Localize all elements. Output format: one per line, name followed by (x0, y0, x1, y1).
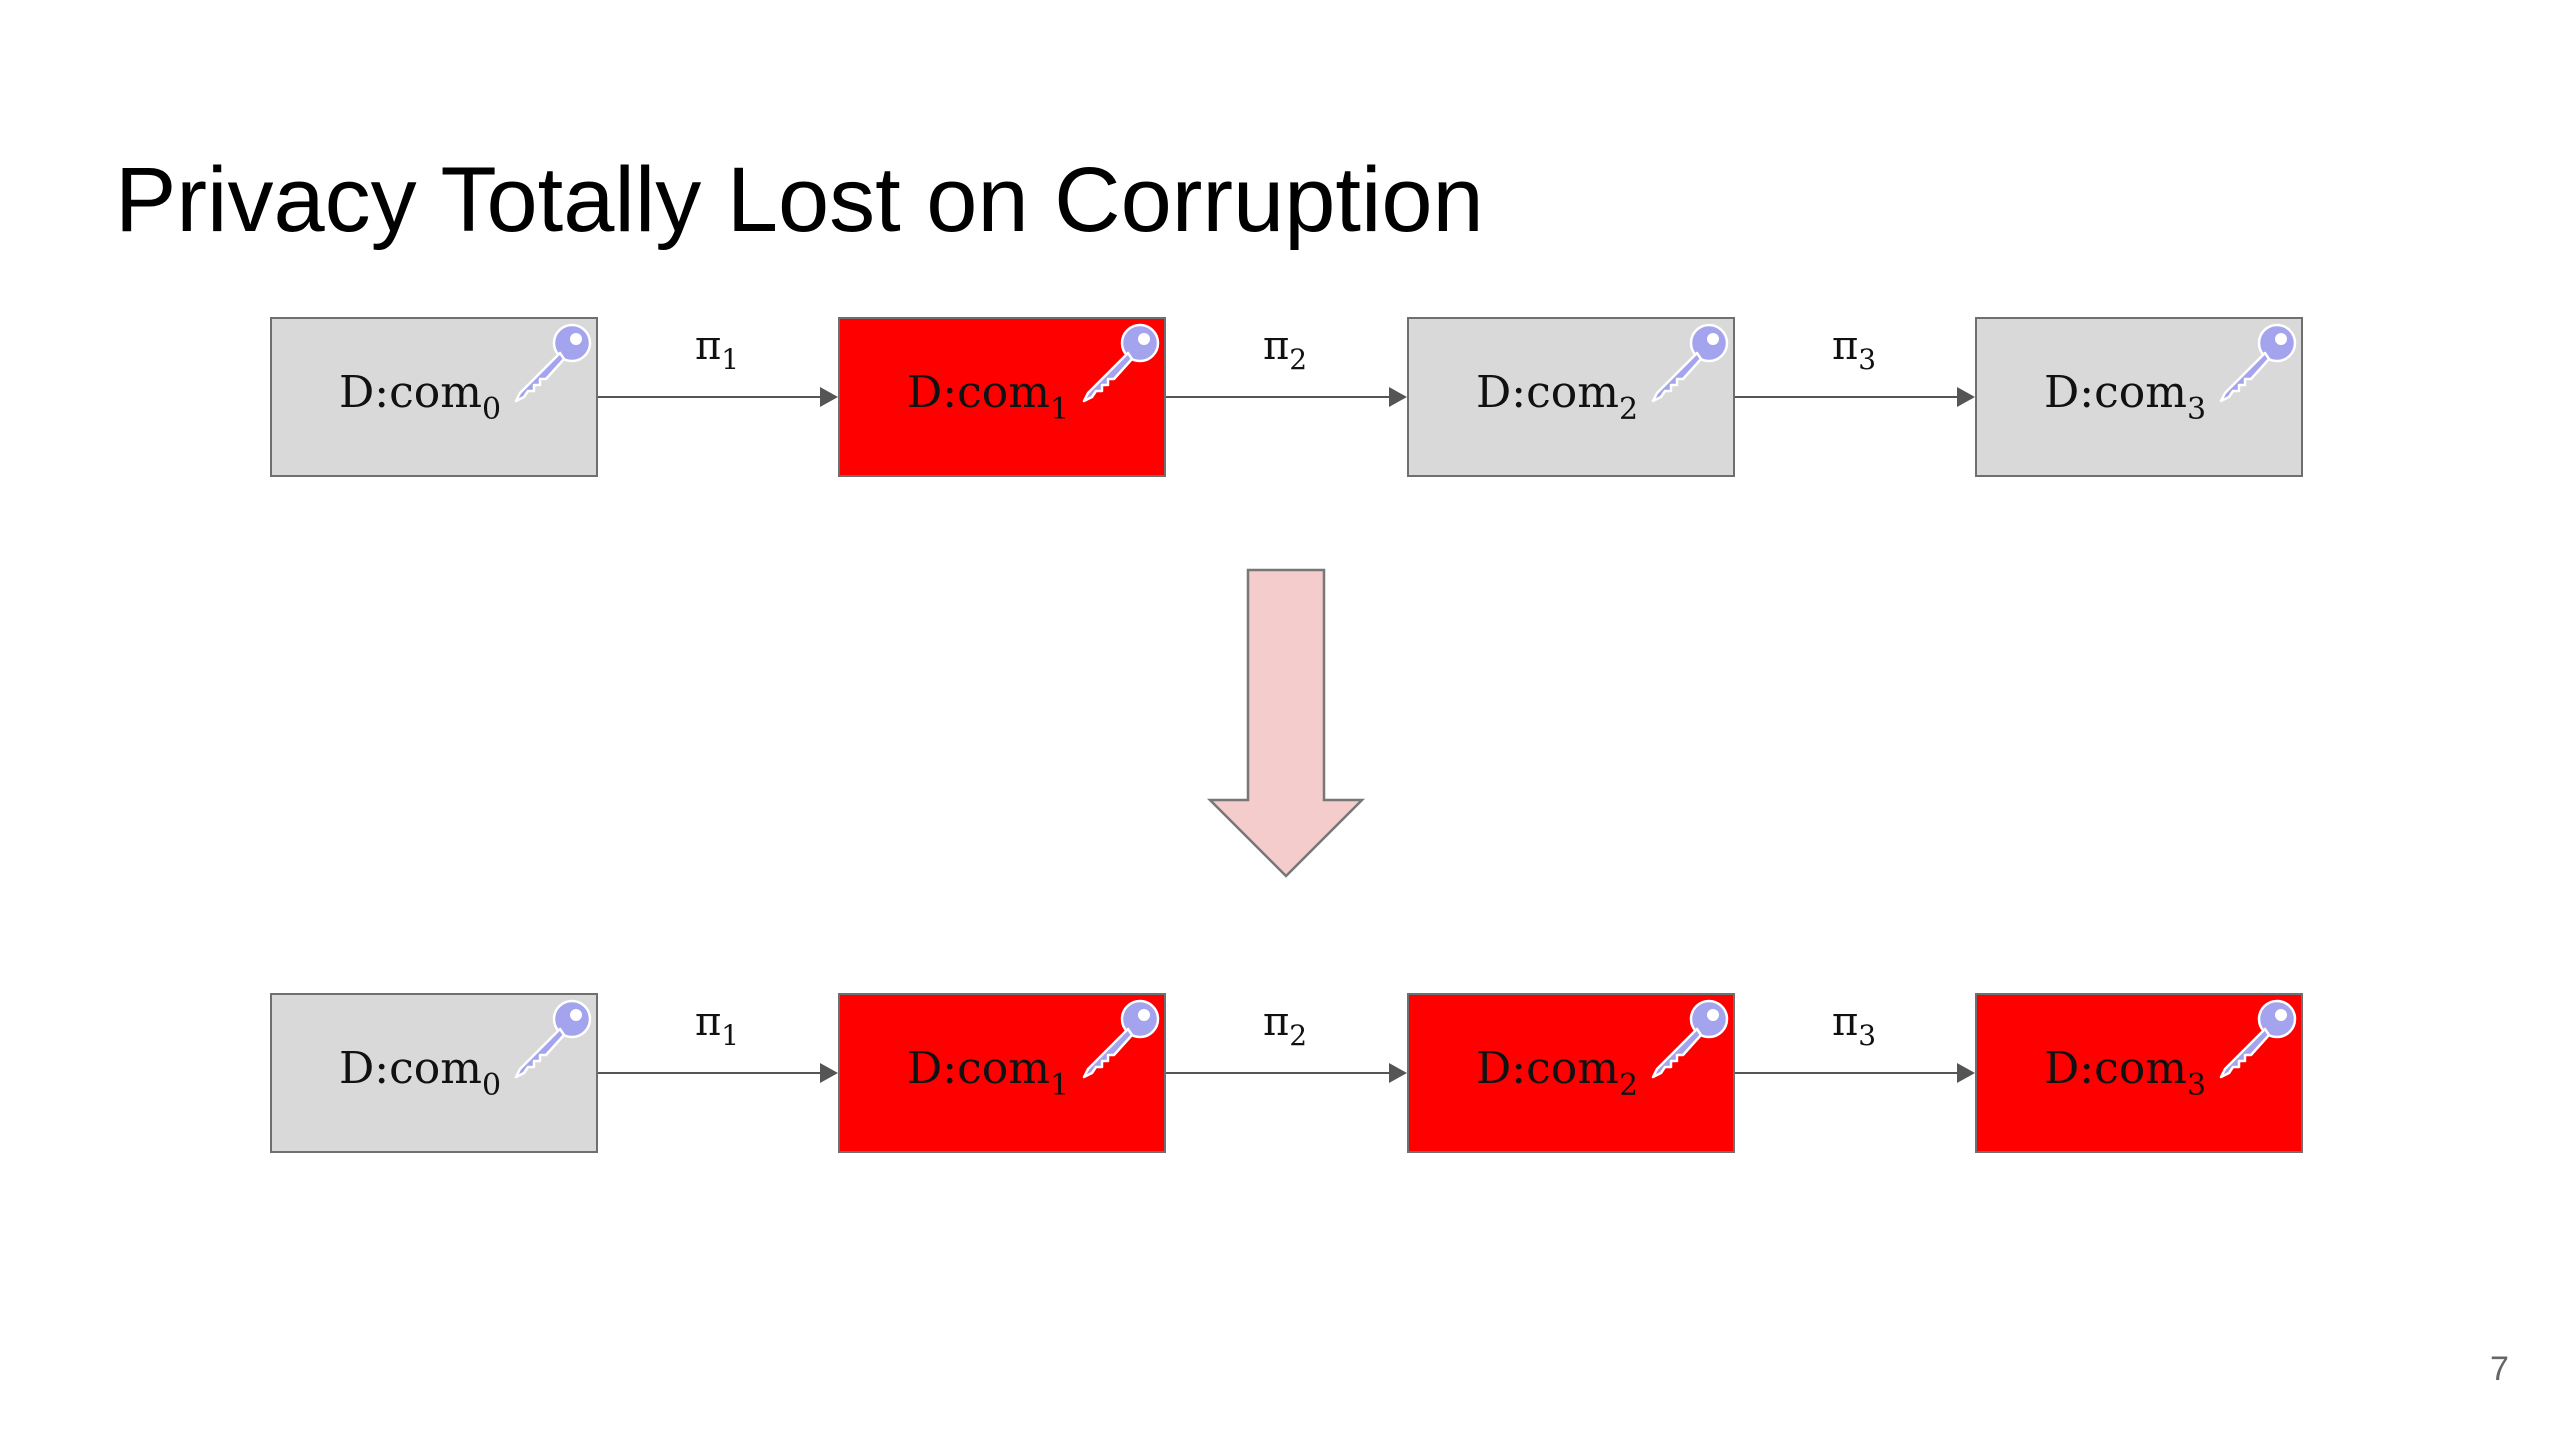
node-label: D:com2 (1475, 367, 1639, 427)
edge-arrow (1166, 387, 1407, 407)
node-label: D:com3 (2043, 1043, 2207, 1103)
node-com1: D:com1 (838, 993, 1166, 1153)
edge-label-pi: π2 (1262, 999, 1308, 1052)
node-com2: D:com2 (1407, 993, 1735, 1153)
slide-title: Privacy Totally Lost on Corruption (115, 149, 1484, 251)
edge-label-pi: π3 (1831, 999, 1877, 1052)
chain-before-corruption: D:com0 π1 D:com1 π2 D:com2 π3 D:com3 (0, 317, 2560, 487)
node-com0: D:com0 (270, 993, 598, 1153)
key-icon (1082, 999, 1160, 1079)
node-com3: D:com3 (1975, 317, 2303, 477)
node-label: D:com1 (906, 1043, 1070, 1103)
node-com2: D:com2 (1407, 317, 1735, 477)
key-icon (2219, 323, 2297, 403)
node-label: D:com0 (338, 367, 502, 427)
page-number: 7 (2490, 1350, 2509, 1388)
key-icon (1082, 323, 1160, 403)
node-com3: D:com3 (1975, 993, 2303, 1153)
edge-label-pi: π3 (1831, 323, 1877, 376)
edge-arrow (1166, 1063, 1407, 1083)
key-icon (1651, 999, 1729, 1079)
chain-after-corruption: D:com0 π1 D:com1 π2 D:com2 π3 D:com3 (0, 993, 2560, 1163)
edge-label-pi: π1 (694, 323, 740, 376)
key-icon (2219, 999, 2297, 1079)
key-icon (514, 999, 592, 1079)
edge-label-pi: π1 (694, 999, 740, 1052)
edge-arrow (1735, 387, 1975, 407)
edge-label-pi: π2 (1262, 323, 1308, 376)
edge-arrow (598, 1063, 838, 1083)
node-label: D:com2 (1475, 1043, 1639, 1103)
key-icon (1651, 323, 1729, 403)
edge-arrow (598, 387, 838, 407)
node-label: D:com3 (2043, 367, 2207, 427)
node-label: D:com1 (906, 367, 1070, 427)
edge-arrow (1735, 1063, 1975, 1083)
node-com0: D:com0 (270, 317, 598, 477)
key-icon (514, 323, 592, 403)
node-com1: D:com1 (838, 317, 1166, 477)
node-label: D:com0 (338, 1043, 502, 1103)
down-arrow-icon (1206, 568, 1366, 878)
